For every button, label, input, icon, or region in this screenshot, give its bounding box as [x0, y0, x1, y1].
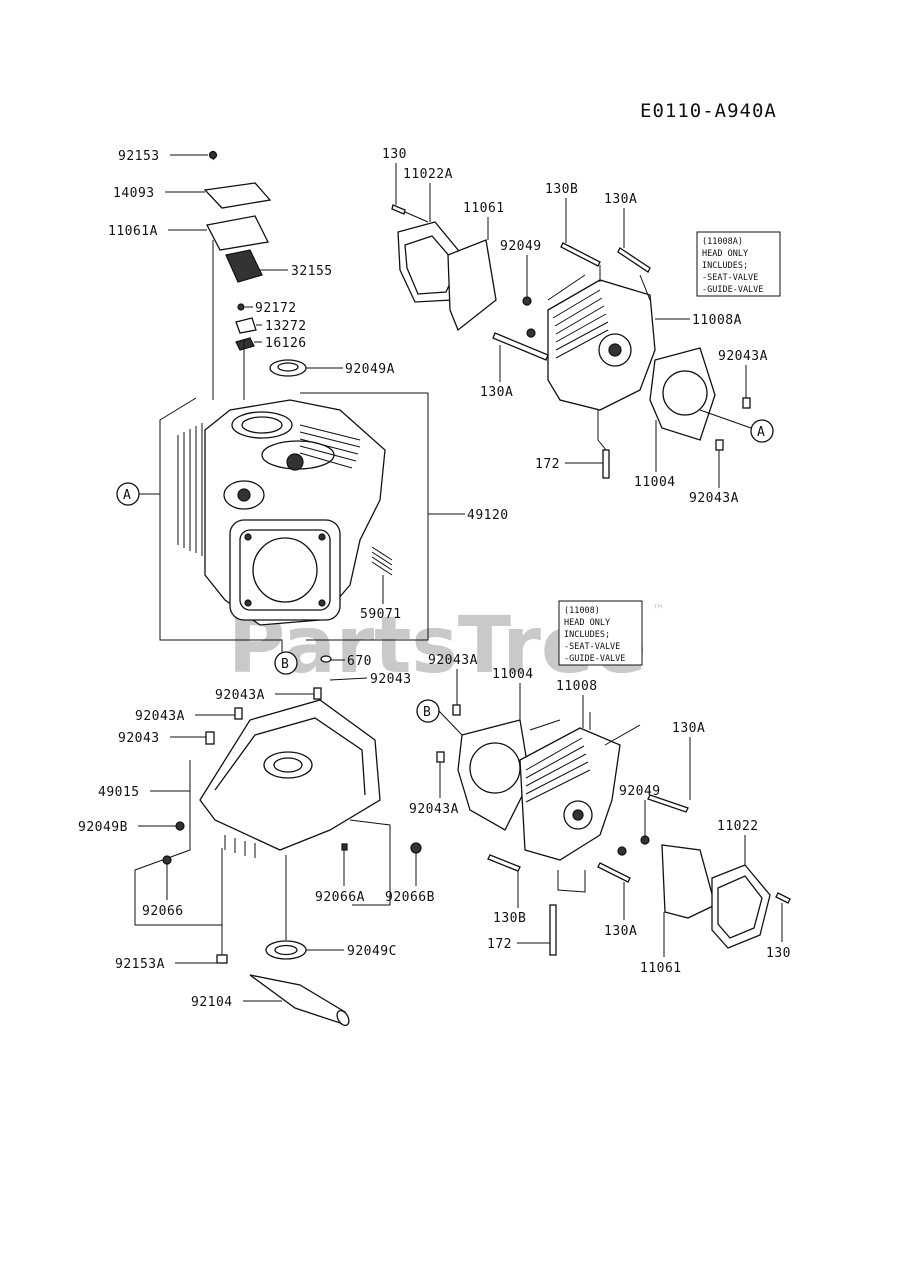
part-label: 92043A — [215, 688, 265, 703]
part-label: 92172 — [255, 301, 297, 316]
part-labels: 92153 14093 11061A 32155 92172 13272 161… — [78, 147, 791, 1010]
cylinder-block-group — [159, 150, 465, 663]
part-label: 130A — [672, 721, 705, 736]
svg-text:HEAD ONLY: HEAD ONLY — [564, 618, 610, 628]
svg-text:-SEAT-VALVE: -SEAT-VALVE — [702, 273, 758, 283]
part-label: 92043A — [718, 349, 768, 364]
part-label: 92043A — [409, 802, 459, 817]
part-label: 92043A — [135, 709, 185, 724]
rocker-gasket-b — [661, 844, 716, 919]
cylinder-head-b — [519, 727, 621, 861]
part-label: 130 — [766, 946, 791, 961]
part-label: 11061 — [640, 961, 682, 976]
callout-a-left: A — [116, 482, 160, 506]
part-label: 130A — [480, 385, 513, 400]
part-label: 92043 — [370, 672, 412, 687]
part-label: 92043 — [118, 731, 160, 746]
part-label: 11008A — [692, 313, 742, 328]
part-label: 92153A — [115, 957, 165, 972]
sealant-tube-icon — [249, 974, 346, 1024]
part-label: 172 — [487, 937, 512, 952]
watermark-tm: ™ — [652, 603, 665, 618]
part-label: 59071 — [360, 607, 402, 622]
svg-text:(11008): (11008) — [564, 606, 600, 616]
part-label: 11022 — [717, 819, 759, 834]
part-label: 92049A — [345, 362, 395, 377]
part-label: 92066 — [142, 904, 184, 919]
part-label: 92049B — [78, 820, 128, 835]
svg-text:INCLUDES;: INCLUDES; — [702, 261, 748, 271]
part-label: 14093 — [113, 186, 155, 201]
svg-text:(11008A): (11008A) — [702, 237, 743, 247]
svg-text:B: B — [281, 657, 289, 672]
callout-b-right: B — [416, 699, 463, 736]
cooling-fins — [177, 423, 203, 556]
part-label: 92104 — [191, 995, 233, 1010]
part-label: 172 — [535, 457, 560, 472]
breather-gasket — [206, 215, 269, 251]
part-label: 130B — [493, 911, 526, 926]
svg-text:INCLUDES;: INCLUDES; — [564, 630, 610, 640]
part-label: 11004 — [634, 475, 676, 490]
svg-text:-GUIDE-VALVE: -GUIDE-VALVE — [702, 285, 763, 295]
part-label: 49120 — [467, 508, 509, 523]
part-label: 92153 — [118, 149, 160, 164]
part-label: 13272 — [265, 319, 307, 334]
part-label: 130 — [382, 147, 407, 162]
part-label: 92043A — [428, 653, 478, 668]
part-label: 92049C — [347, 944, 397, 959]
part-label: 11022A — [403, 167, 453, 182]
svg-text:A: A — [123, 488, 131, 503]
part-label: 130A — [604, 192, 637, 207]
part-label: 130A — [604, 924, 637, 939]
callout-a-right: A — [699, 409, 774, 443]
part-label: 11004 — [492, 667, 534, 682]
crankcase-group — [134, 687, 422, 1027]
breather-plate — [225, 249, 263, 283]
part-label: 16126 — [265, 336, 307, 351]
part-label: 11061A — [108, 224, 158, 239]
part-label: 92066B — [385, 890, 435, 905]
part-label: 670 — [347, 654, 372, 669]
callout-b-left: B — [274, 651, 298, 675]
breather-cover — [203, 182, 272, 209]
part-label: 92049 — [619, 784, 661, 799]
part-label: 11008 — [556, 679, 598, 694]
part-label: 92049 — [500, 239, 542, 254]
rocker-gasket-a — [447, 239, 497, 332]
part-label: 49015 — [98, 785, 140, 800]
part-label: 32155 — [291, 264, 333, 279]
part-label: 92043A — [689, 491, 739, 506]
svg-text:-GUIDE-VALVE: -GUIDE-VALVE — [564, 654, 625, 664]
note-box-head-b: (11008) HEAD ONLY INCLUDES; -SEAT-VALVE … — [558, 600, 643, 666]
part-label: 130B — [545, 182, 578, 197]
diagram-code: E0110-A940A — [640, 100, 777, 122]
part-label: 11061 — [463, 201, 505, 216]
cylinder-head-b-group — [436, 704, 791, 956]
note-box-head-a: (11008A) HEAD ONLY INCLUDES; -SEAT-VALVE… — [696, 231, 781, 297]
svg-text:B: B — [423, 705, 431, 720]
svg-text:-SEAT-VALVE: -SEAT-VALVE — [564, 642, 620, 652]
svg-text:HEAD ONLY: HEAD ONLY — [702, 249, 748, 259]
part-label: 92066A — [315, 890, 365, 905]
svg-text:A: A — [757, 425, 765, 440]
cylinder-head-a-group — [391, 204, 751, 479]
